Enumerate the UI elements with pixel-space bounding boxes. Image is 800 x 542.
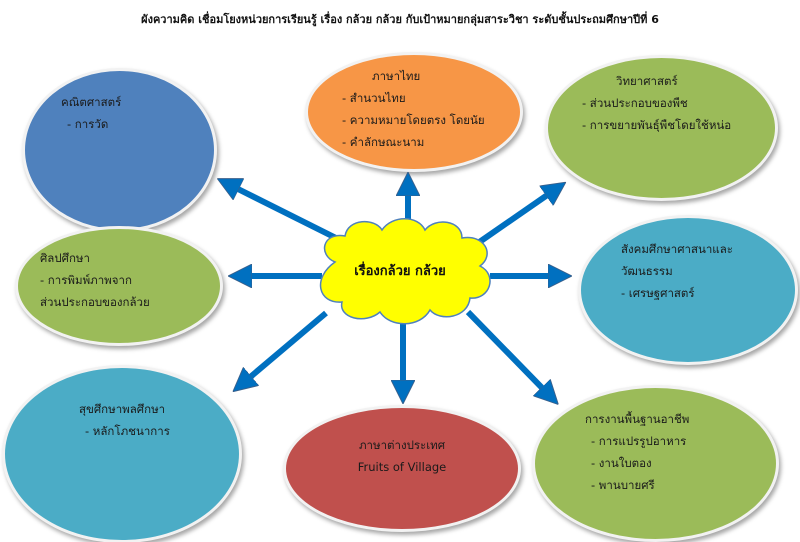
arrow-math [228, 184, 342, 243]
node-item: ส่วนประกอบของกล้วย [40, 295, 150, 309]
node-heading: สังคมศึกษาศาสนาและ [621, 242, 733, 256]
node-item: วัฒนธรรม [621, 264, 673, 278]
node-heading: ภาษาไทย [372, 69, 421, 83]
node-item: - พานบายศรี [591, 478, 655, 492]
diagram-title: ผังความคิด เชื่อมโยงหน่วยการเรียนรู้ เรื… [141, 13, 659, 26]
node-item: - หลักโภชนาการ [85, 424, 170, 438]
node-heading: คณิตศาสตร์ [61, 95, 122, 109]
node-heading: วิทยาศาสตร์ [616, 74, 678, 88]
node-item: - งานใบตอง [591, 456, 652, 470]
node-item: - การขยายพันธุ์พืชโดยใช้หน่อ [582, 118, 732, 132]
node-item: - ส่วนประกอบของพืช [582, 96, 688, 110]
node-art: ศิลปศึกษา - การพิมพ์ภาพจาก ส่วนประกอบของ… [15, 226, 223, 346]
node-item: - การแปรรูปอาหาร [591, 434, 687, 448]
node-social: สังคมศึกษาศาสนาและ วัฒนธรรม - เศรษฐศาสตร… [578, 215, 798, 365]
node-foreign: ภาษาต่างประเทศ Fruits of Village [283, 405, 521, 532]
node-item: - เศรษฐศาสตร์ [621, 286, 695, 300]
node-item: - สำนวนไทย [342, 91, 406, 105]
central-topic: เรื่องกล้วย กล้วย [354, 264, 446, 279]
cloud-shape [319, 218, 491, 325]
node-heading: การงานพื้นฐานอาชีพ [585, 412, 690, 426]
node-thai: ภาษาไทย - สำนวนไทย - ความหมายโดยตรง โดยน… [305, 52, 523, 172]
node-item: - การพิมพ์ภาพจาก [40, 273, 132, 287]
arrow-science [476, 189, 556, 246]
node-item: - การวัด [67, 117, 109, 131]
node-item: - ความหมายโดยตรง โดยนัย [342, 113, 485, 127]
arrow-career [465, 309, 550, 396]
node-science: วิทยาศาสตร์ - ส่วนประกอบของพืช - การขยาย… [545, 55, 778, 201]
node-heading: ศิลปศึกษา [40, 251, 90, 265]
arrow-health [242, 310, 328, 384]
node-item: Fruits of Village [357, 460, 447, 474]
node-heading: สุขศึกษาพลศึกษา [79, 402, 166, 416]
node-health: สุขศึกษาพลศึกษา - หลักโภชนาการ [2, 365, 242, 542]
node-item: - คำลักษณะนาม [342, 135, 425, 149]
node-career: การงานพื้นฐานอาชีพ - การแปรรูปอาหาร - งา… [532, 385, 779, 542]
node-heading: ภาษาต่างประเทศ [358, 438, 446, 452]
